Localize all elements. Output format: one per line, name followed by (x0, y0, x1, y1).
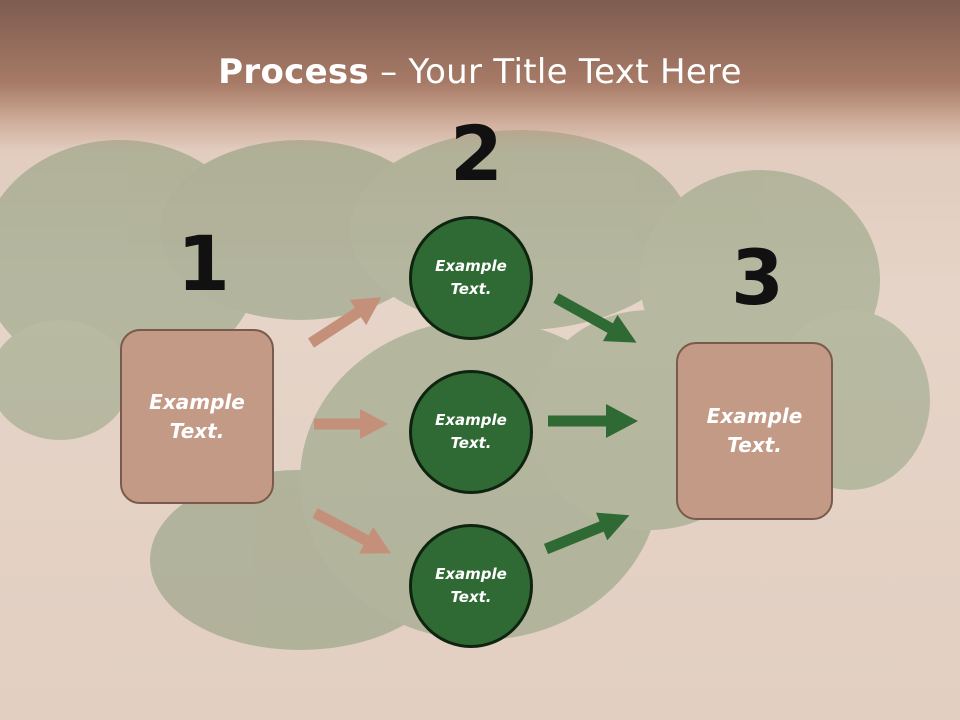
step-number-1: 1 (177, 219, 230, 308)
slide-title: Process – Your Title Text Here (0, 52, 960, 92)
arrow-1-to-bot (312, 508, 391, 554)
arrow-bot-to-3 (543, 512, 630, 555)
arrow-1-to-mid (314, 409, 388, 439)
step-2-circle-middle: Example Text. (409, 370, 533, 494)
step-number-2: 2 (450, 109, 503, 198)
arrow-1-to-top (308, 297, 382, 348)
title-rest: – Your Title Text Here (369, 52, 742, 92)
right-arrows (543, 293, 638, 555)
step-3-text: Example Text. (706, 404, 803, 457)
left-arrows (308, 297, 391, 554)
arrow-mid-to-3 (548, 404, 638, 438)
title-bold: Process (218, 52, 370, 92)
step-2-circle-bottom: Example Text. (409, 524, 533, 648)
circle-top-text: Example Text. (435, 257, 507, 298)
arrow-top-to-3 (553, 293, 637, 343)
title-band (0, 0, 960, 150)
step-1-box: Example Text. (120, 329, 274, 504)
step-2-circle-top: Example Text. (409, 216, 533, 340)
step-number-3: 3 (731, 233, 784, 322)
step-3-box: Example Text. (676, 342, 833, 520)
step-1-text: Example Text. (149, 389, 245, 443)
circle-bot-text: Example Text. (435, 565, 507, 606)
circle-mid-text: Example Text. (435, 411, 507, 452)
